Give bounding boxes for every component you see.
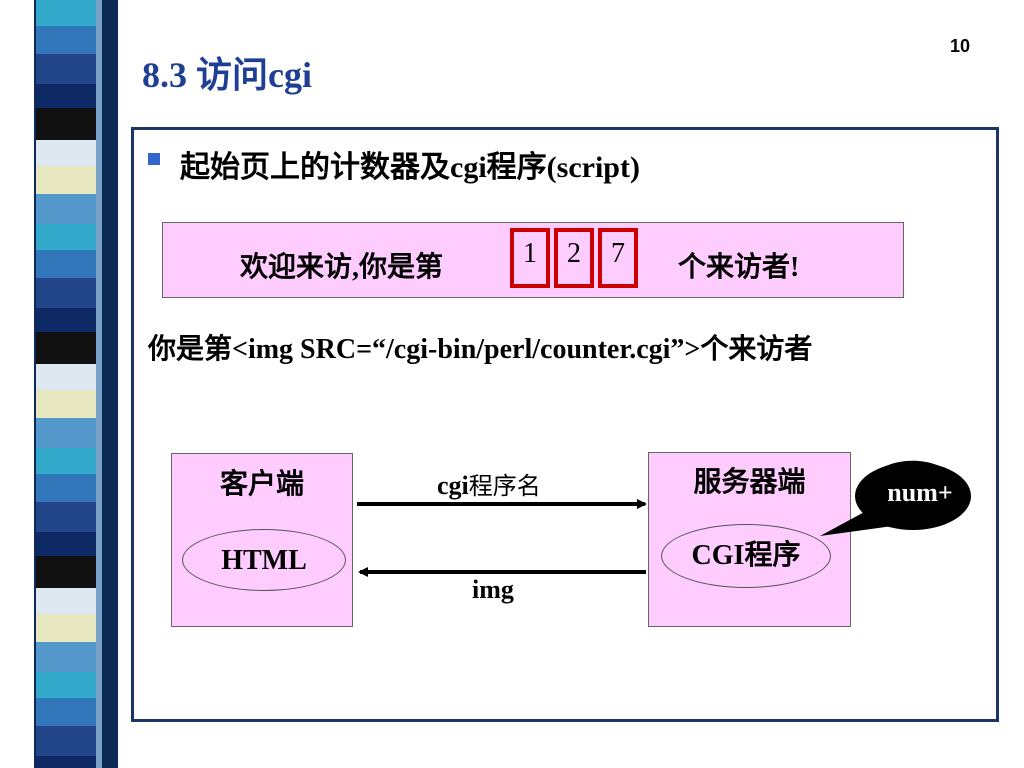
counter-digit: 2 bbox=[554, 228, 594, 288]
decorative-stripe bbox=[34, 0, 118, 768]
server-label: 服务器端 bbox=[693, 467, 806, 498]
cgi-program-oval: CGI程序 bbox=[661, 524, 831, 588]
counter-suffix: 个来访者! bbox=[678, 252, 800, 283]
request-label-prefix: cgi bbox=[437, 471, 469, 500]
page-number: 10 bbox=[950, 36, 971, 56]
bullet-square-icon bbox=[148, 153, 160, 165]
request-label: cgi程序名 bbox=[437, 466, 541, 501]
counter-digit: 1 bbox=[510, 228, 550, 288]
bullet-text: 起始页上的计数器及cgi程序(script) bbox=[180, 151, 640, 184]
request-label-suffix: 程序名 bbox=[468, 474, 541, 500]
client-label: 客户端 bbox=[219, 469, 304, 500]
code-snippet: 你是第<img SRC=“/cgi-bin/perl/counter.cgi”>… bbox=[148, 334, 813, 365]
html-oval: HTML bbox=[182, 529, 346, 591]
response-label: img bbox=[472, 575, 514, 604]
counter-prefix: 欢迎来访,你是第 bbox=[240, 252, 444, 283]
slide-title: 8.3 访问cgi bbox=[142, 55, 312, 95]
counter-digit: 7 bbox=[598, 228, 638, 288]
content-frame bbox=[131, 127, 999, 722]
callout-text: num+ bbox=[887, 478, 953, 507]
